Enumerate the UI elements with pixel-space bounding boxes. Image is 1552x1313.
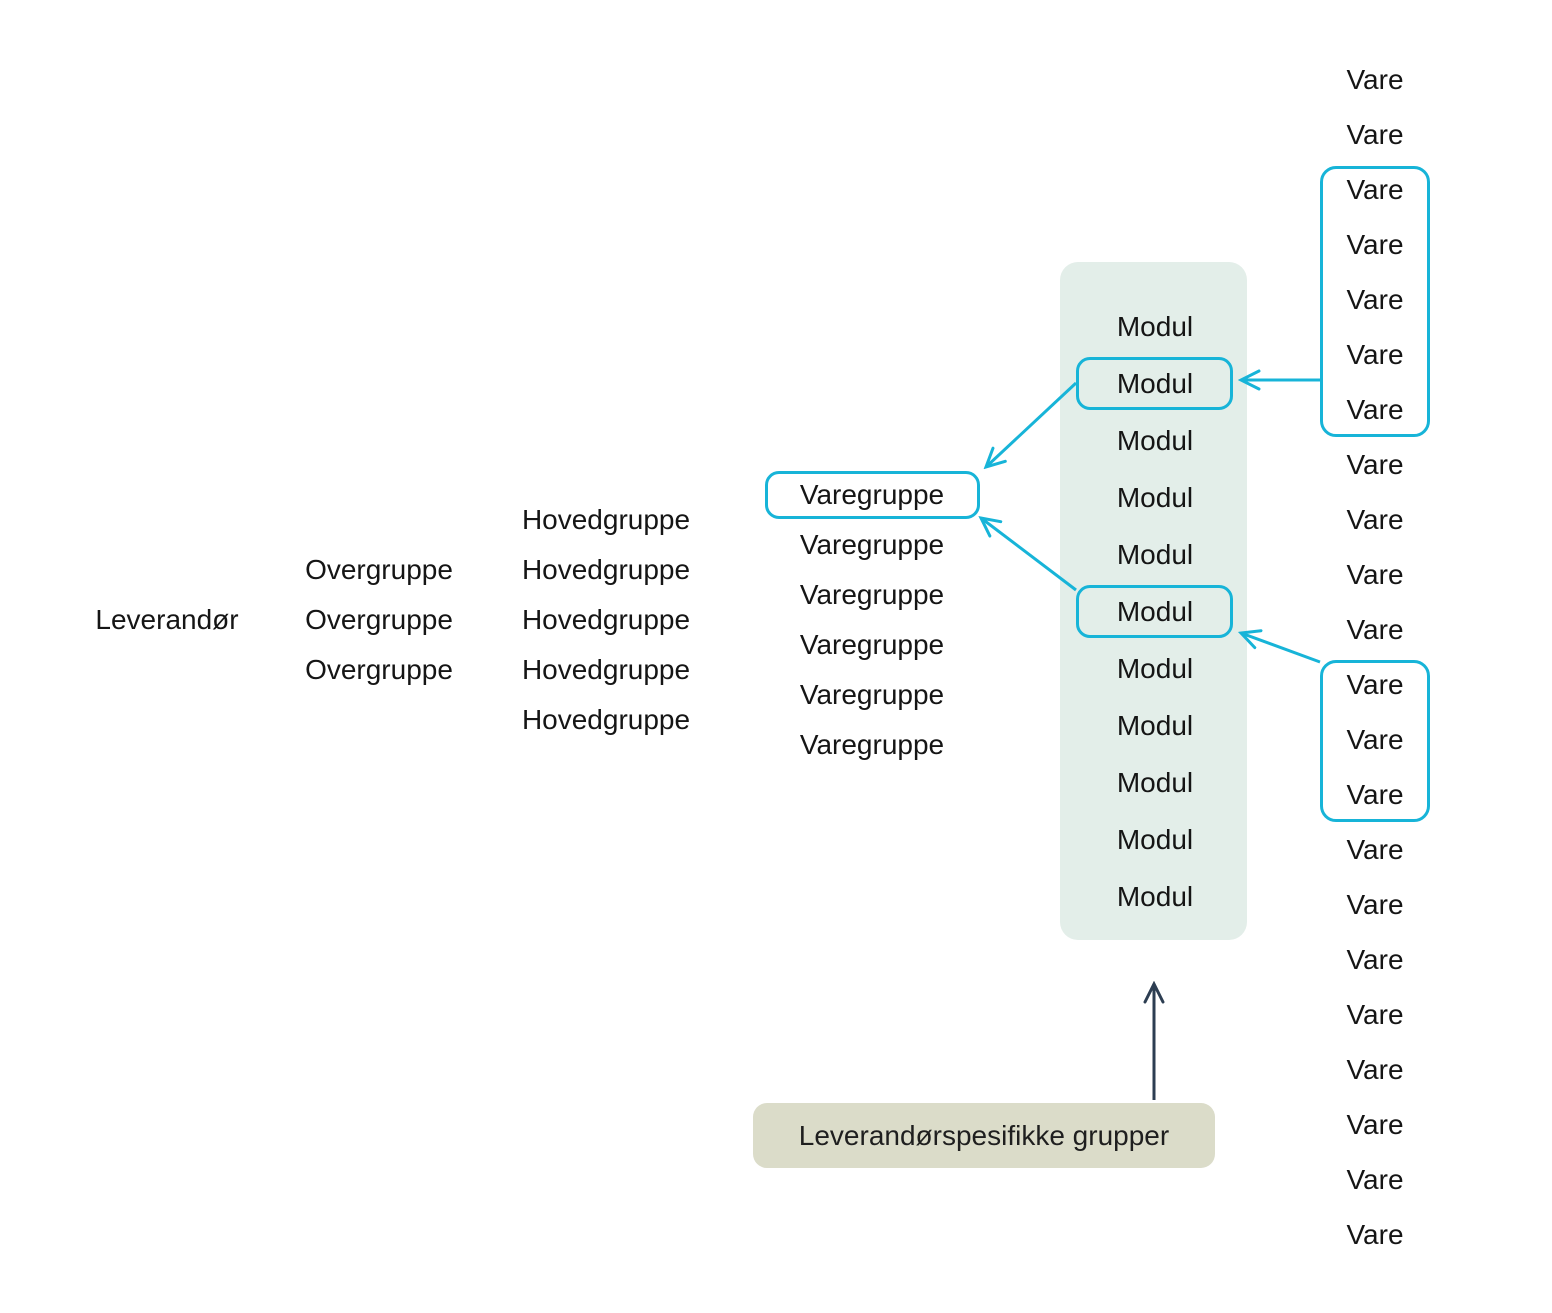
vare-group-box-2	[1320, 660, 1430, 822]
modul-label: Modul	[1116, 310, 1194, 342]
modul-label: Modul	[1116, 481, 1194, 513]
hovedgruppe-label: Hovedgruppe	[521, 704, 691, 735]
vare-label: Vare	[1346, 118, 1404, 150]
vare-label: Vare	[1346, 723, 1404, 755]
vare-label: Vare	[1346, 1218, 1404, 1250]
varegruppe-label: Varegruppe	[799, 529, 945, 560]
modul-label: Modul	[1116, 424, 1194, 456]
annotation-label: Leverandørspesifikke grupper	[798, 1119, 1170, 1151]
varegruppe-label: Varegruppe	[799, 579, 945, 610]
vare-label: Vare	[1346, 833, 1404, 865]
vare-label: Vare	[1346, 943, 1404, 975]
overgruppe-label: Overgruppe	[305, 654, 453, 685]
vare-label: Vare	[1346, 63, 1404, 95]
vare-label: Vare	[1346, 228, 1404, 260]
modul-label: Modul	[1116, 652, 1194, 684]
hovedgruppe-label: Hovedgruppe	[521, 504, 691, 535]
varegruppe-label: Varegruppe	[799, 729, 945, 760]
vare-label: Vare	[1346, 558, 1404, 590]
modul-panel	[1060, 262, 1247, 940]
modul-label: Modul	[1116, 367, 1194, 399]
hovedgruppe-label: Hovedgruppe	[521, 554, 691, 585]
varegruppe-label: Varegruppe	[799, 479, 945, 510]
hovedgruppe-label: Hovedgruppe	[521, 654, 691, 685]
vare-label: Vare	[1346, 503, 1404, 535]
overgruppe-label: Overgruppe	[305, 604, 453, 635]
vare-label: Vare	[1346, 393, 1404, 425]
modul-label: Modul	[1116, 766, 1194, 798]
vare-label: Vare	[1346, 668, 1404, 700]
modul-highlight-box-1	[1076, 357, 1233, 410]
leverandor-label: Leverandør	[95, 604, 239, 635]
modul-label: Modul	[1116, 880, 1194, 912]
vare-label: Vare	[1346, 888, 1404, 920]
annotation-box: Leverandørspesifikke grupper	[753, 1103, 1215, 1168]
vare-label: Vare	[1346, 1163, 1404, 1195]
vare-label: Vare	[1346, 283, 1404, 315]
varegruppe-label: Varegruppe	[799, 679, 945, 710]
modul-highlight-box-2	[1076, 585, 1233, 638]
vare-label: Vare	[1346, 1053, 1404, 1085]
vare-label: Vare	[1346, 1108, 1404, 1140]
vare-label: Vare	[1346, 778, 1404, 810]
leverandor-column: Leverandør	[47, 595, 287, 645]
varegruppe-label: Varegruppe	[799, 629, 945, 660]
hovedgruppe-label: Hovedgruppe	[521, 604, 691, 635]
vare-label: Vare	[1346, 338, 1404, 370]
modul-label: Modul	[1116, 823, 1194, 855]
vare-label: Vare	[1346, 173, 1404, 205]
vare-label: Vare	[1346, 998, 1404, 1030]
varegruppe-highlight-box	[765, 471, 980, 519]
modul-label: Modul	[1116, 538, 1194, 570]
vare-label: Vare	[1346, 448, 1404, 480]
vare-label: Vare	[1346, 613, 1404, 645]
modul-label: Modul	[1116, 709, 1194, 741]
modul-label: Modul	[1116, 595, 1194, 627]
vare-group-box-1	[1320, 166, 1430, 437]
overgruppe-label: Overgruppe	[305, 554, 453, 585]
